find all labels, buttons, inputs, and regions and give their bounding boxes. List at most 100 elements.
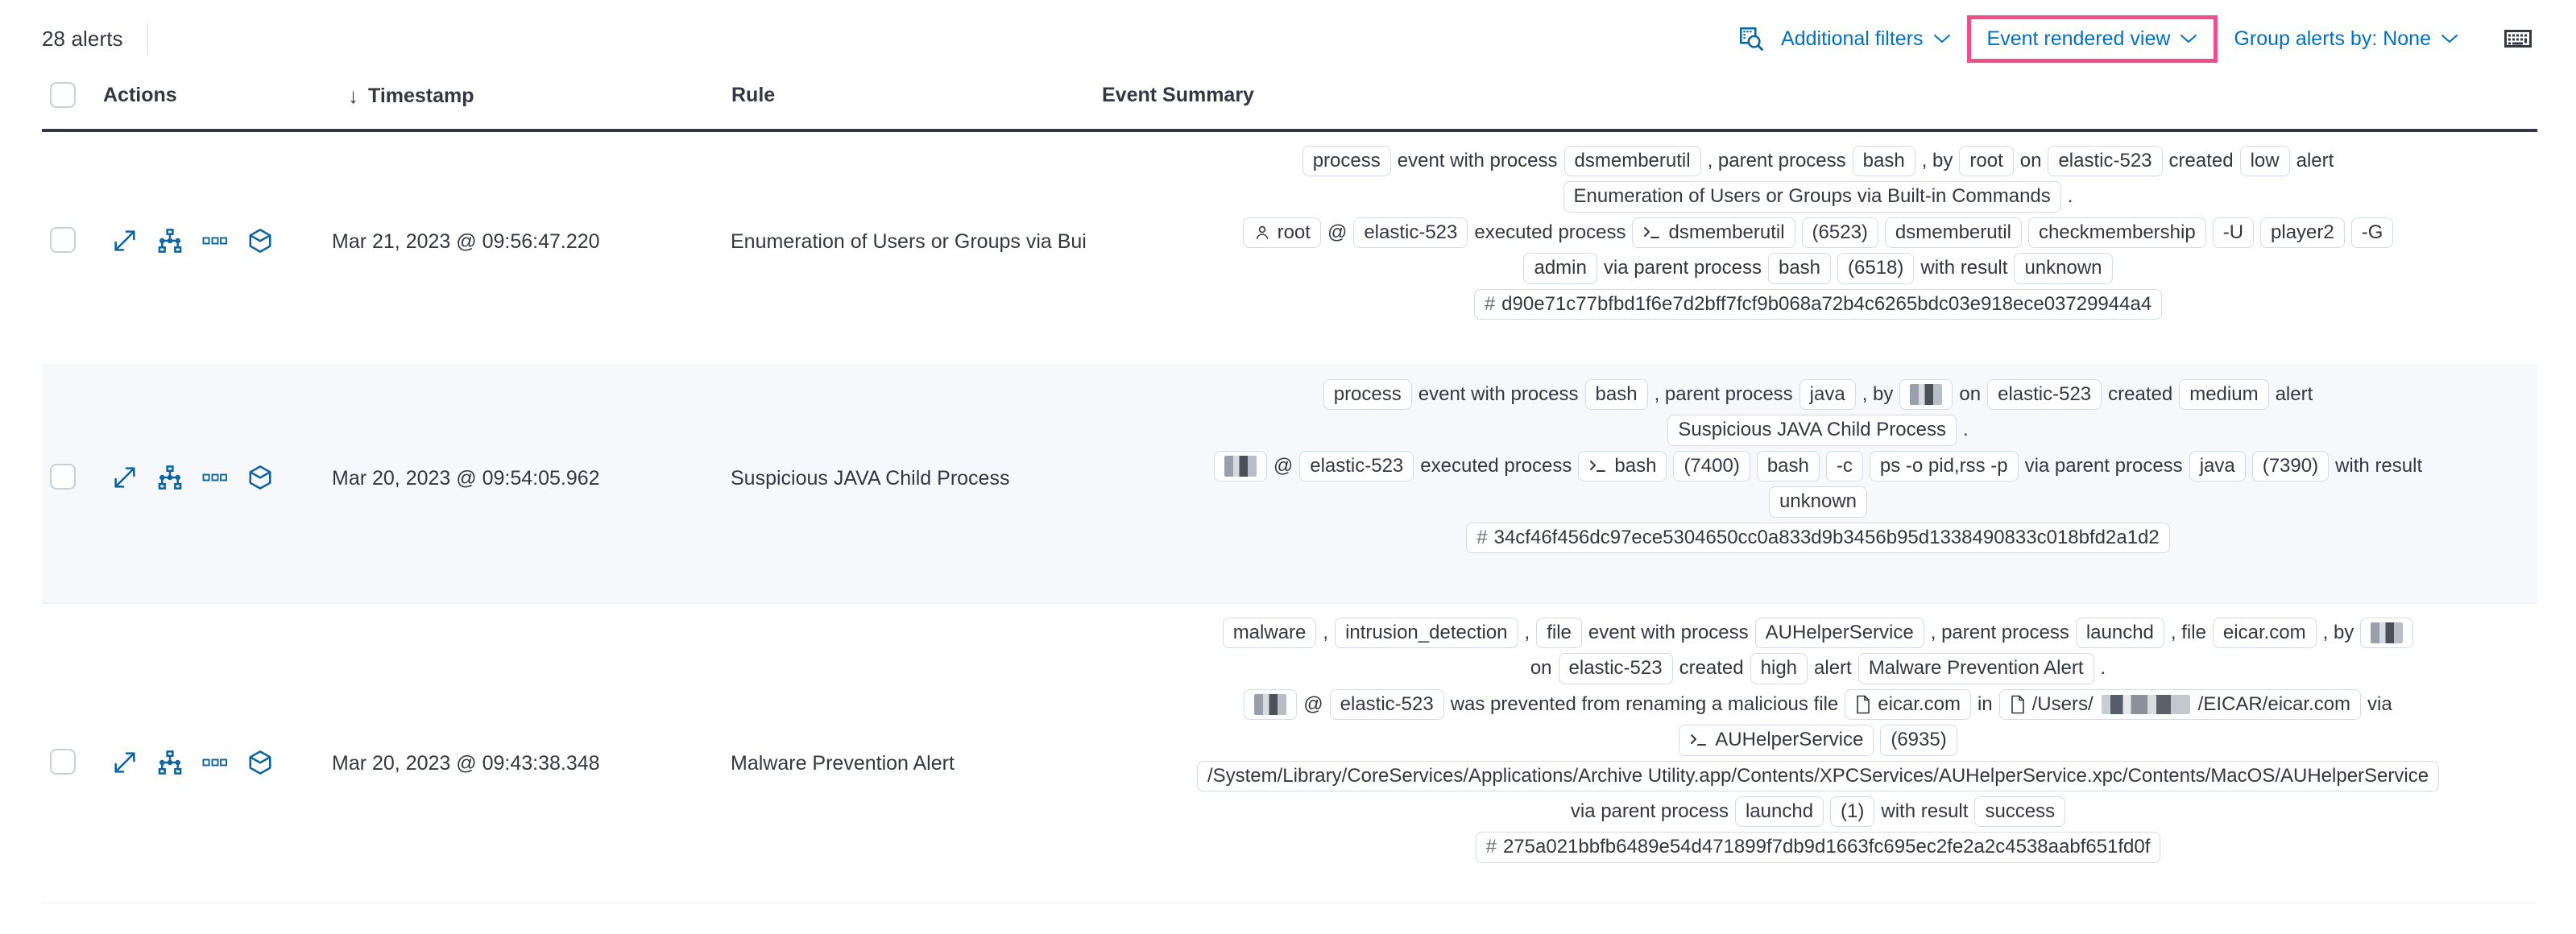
summary-text: . — [2100, 657, 2106, 680]
row-rule-name[interactable]: Enumeration of Users or Groups via Bui — [731, 230, 1087, 253]
summary-chip[interactable]: elastic-523 — [1558, 653, 1673, 684]
summary-chip[interactable]: -G — [2350, 217, 2394, 249]
summary-chip[interactable]: -c — [1825, 450, 1863, 482]
inspect-icon[interactable] — [1733, 20, 1770, 57]
chip-label: d90e71c77bfbd1f6e7d2bff7fcf9b068a72b4c62… — [1501, 292, 2152, 315]
summary-chip[interactable]: process — [1302, 146, 1391, 177]
summary-chip[interactable]: launchd — [2075, 618, 2164, 649]
summary-chip[interactable]: (7400) — [1673, 450, 1750, 482]
summary-chip[interactable]: /System/Library/CoreServices/Application… — [1196, 760, 2440, 791]
chip-label: bash — [1614, 454, 1657, 477]
summary-chip[interactable]: file — [1536, 618, 1582, 649]
summary-chip-redacted-user[interactable] — [1899, 379, 1953, 411]
expand-icon[interactable] — [111, 464, 139, 491]
summary-chip[interactable]: player2 — [2260, 217, 2345, 249]
row-rule-name[interactable]: Suspicious JAVA Child Process — [731, 467, 1010, 490]
summary-chip[interactable]: success — [1974, 796, 2066, 828]
column-header-actions-label: Actions — [103, 84, 177, 106]
summary-chip[interactable]: process — [1323, 379, 1412, 411]
session-view-icon[interactable] — [156, 227, 184, 254]
column-header-event-summary[interactable]: Event Summary — [1102, 84, 1254, 107]
summary-chip-hash[interactable]: #275a021bbfb6489e54d471899f7db9d1663fc69… — [1475, 832, 2161, 863]
row-checkbox[interactable] — [50, 749, 76, 775]
summary-chip[interactable]: unknown — [2014, 253, 2113, 284]
session-view-icon[interactable] — [156, 464, 184, 491]
keyboard-icon[interactable] — [2497, 18, 2539, 60]
summary-chip[interactable]: elastic-523 — [1987, 379, 2102, 411]
summary-chip[interactable]: (7390) — [2251, 450, 2330, 482]
summary-chip-redacted-user[interactable] — [2360, 618, 2414, 649]
summary-chip-hash[interactable]: #34cf46f456dc97ece5304650cc0a833d9b3456b… — [1466, 522, 2170, 553]
analyzer-cube-icon[interactable] — [246, 749, 274, 776]
summary-chip-file[interactable]: eicar.com — [1845, 688, 1971, 721]
summary-chip[interactable]: -U — [2212, 217, 2255, 249]
row-checkbox[interactable] — [50, 227, 76, 253]
summary-chip[interactable]: elastic-523 — [2048, 146, 2163, 177]
summary-chip-user[interactable]: root — [1242, 217, 1321, 249]
summary-chip[interactable]: java — [1799, 379, 1856, 411]
summary-chip[interactable]: root — [1959, 146, 2014, 177]
summary-chip-redacted-user[interactable] — [1213, 450, 1267, 481]
more-actions-icon[interactable] — [201, 227, 229, 254]
summary-chip-hash[interactable]: #d90e71c77bfbd1f6e7d2bff7fcf9b068a72b4c6… — [1473, 288, 2163, 320]
additional-filters-button[interactable]: Additional filters — [1770, 23, 1961, 56]
summary-chip[interactable]: low — [2239, 146, 2290, 177]
summary-chip[interactable]: java — [2189, 450, 2246, 482]
summary-chip-process[interactable]: AUHelperService — [1679, 725, 1874, 756]
summary-chip[interactable]: bash — [1756, 450, 1820, 482]
summary-chip[interactable]: high — [1750, 653, 1808, 684]
summary-chip-redacted-user[interactable] — [1244, 688, 1298, 720]
summary-chip[interactable]: AUHelperService — [1754, 618, 1924, 649]
chip-label: eicar.com — [1878, 692, 1961, 715]
analyzer-cube-icon[interactable] — [246, 464, 274, 491]
summary-chip[interactable]: admin — [1523, 253, 1597, 284]
session-view-icon[interactable] — [156, 749, 184, 776]
summary-chip[interactable]: (6523) — [1801, 217, 1878, 249]
select-all-checkbox[interactable] — [50, 82, 76, 108]
expand-icon[interactable] — [111, 227, 139, 254]
summary-text: , by — [1921, 150, 1953, 172]
summary-chip-file-path-redacted[interactable]: /Users//EICAR/eicar.com — [1998, 688, 2362, 721]
summary-chip-process[interactable]: dsmemberutil — [1632, 217, 1795, 249]
summary-chip[interactable]: bash — [1767, 253, 1832, 284]
summary-text: on — [1530, 657, 1552, 680]
column-header-rule[interactable]: Rule — [731, 84, 775, 107]
summary-chip[interactable]: medium — [2179, 379, 2269, 411]
summary-chip[interactable]: unknown — [1768, 486, 1868, 518]
summary-chip[interactable]: checkmembership — [2027, 217, 2206, 249]
summary-chip[interactable]: Enumeration of Users or Groups via Built… — [1563, 181, 2061, 213]
column-header-timestamp[interactable]: ↓ Timestamp — [348, 84, 474, 109]
hash-symbol: # — [1484, 292, 1496, 315]
summary-chip[interactable]: Malware Prevention Alert — [1857, 653, 2094, 684]
summary-chip[interactable]: launchd — [1734, 796, 1824, 828]
summary-chip[interactable]: (6935) — [1880, 725, 1957, 756]
analyzer-cube-icon[interactable] — [246, 227, 274, 254]
summary-chip[interactable]: elastic-523 — [1299, 450, 1414, 482]
summary-chip[interactable]: dsmemberutil — [1884, 217, 2022, 249]
summary-text: event with process — [1588, 622, 1749, 643]
summary-chip[interactable]: eicar.com — [2212, 618, 2317, 649]
summary-chip[interactable]: elastic-523 — [1353, 217, 1468, 249]
row-rule-name[interactable]: Malware Prevention Alert — [731, 752, 955, 775]
summary-chip[interactable]: bash — [1852, 146, 1915, 177]
summary-chip[interactable]: malware — [1222, 618, 1317, 649]
event-rendered-view-button[interactable]: Event rendered view — [1976, 23, 2209, 56]
summary-chip-process[interactable]: bash — [1578, 450, 1667, 482]
summary-chip[interactable]: bash — [1584, 379, 1648, 411]
more-actions-icon[interactable] — [201, 464, 229, 491]
expand-icon[interactable] — [111, 749, 139, 776]
summary-chip[interactable]: ps -o pid,rss -p — [1869, 450, 2019, 482]
group-alerts-by-button[interactable]: Group alerts by: None — [2222, 23, 2470, 56]
summary-chip[interactable]: dsmemberutil — [1563, 146, 1701, 177]
summary-chip[interactable]: Suspicious JAVA Child Process — [1667, 415, 1957, 446]
row-checkbox[interactable] — [50, 464, 76, 490]
summary-chip[interactable]: intrusion_detection — [1335, 618, 1518, 649]
summary-chip[interactable]: (1) — [1830, 796, 1875, 828]
more-actions-icon[interactable] — [201, 749, 229, 776]
summary-chip[interactable]: (6518) — [1837, 253, 1915, 284]
summary-chip[interactable]: elastic-523 — [1329, 688, 1444, 721]
